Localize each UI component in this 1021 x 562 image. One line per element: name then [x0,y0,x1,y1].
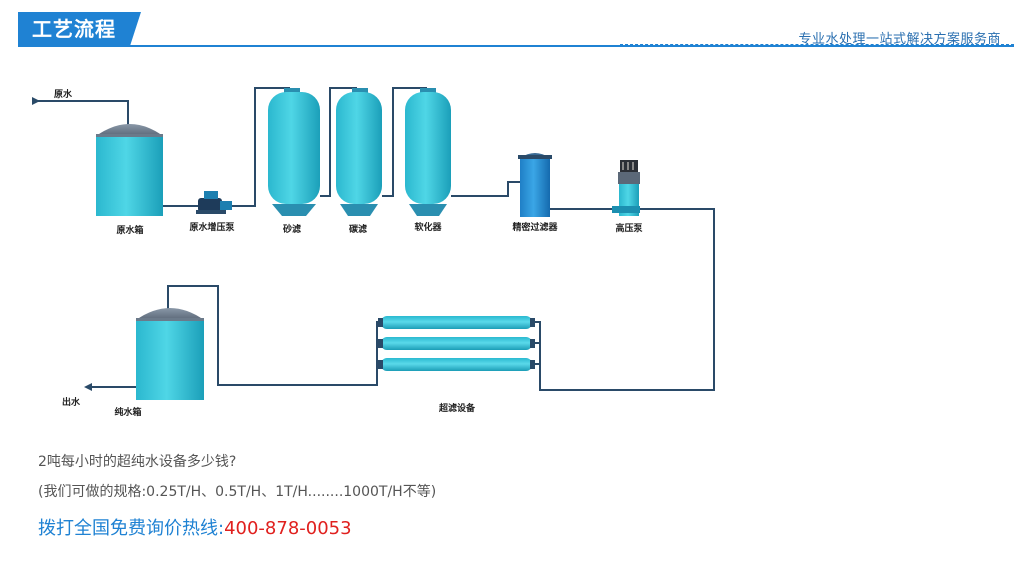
softener [405,88,451,216]
label-uf-equipment: 超滤设备 [438,402,476,414]
hotline-number[interactable]: 400-878-0053 [224,518,352,539]
high-pressure-pump [612,160,640,216]
inlet-arrow-icon [32,97,40,105]
label-precision-filter: 精密过滤器 [512,221,558,233]
pipelines [38,87,715,391]
raw-water-tank [96,124,163,216]
uf-modules [378,316,535,371]
hotline: 拨打全国免费询价热线:400-878-0053 [38,514,352,540]
company-slogan: 专业水处理一站式解决方案服务商 [798,32,1001,47]
label-high-pressure-pump: 高压泵 [615,222,643,234]
section-title: 工艺流程 [18,12,141,46]
label-booster-pump: 原水增压泵 [189,221,235,233]
carbon-filter [336,88,382,216]
label-softener: 软化器 [414,221,442,233]
price-question: 2吨每小时的超纯水设备多少钱? [38,454,237,470]
label-sand-filter: 砂滤 [283,223,301,235]
hotline-label: 拨打全国免费询价热线: [38,518,225,539]
label-carbon-filter: 碳滤 [349,223,367,235]
outlet-arrow-icon [84,383,92,391]
header-dashed-line [620,44,1014,45]
label-raw-tank: 原水箱 [116,224,143,236]
pure-water-tank [136,308,204,400]
label-pure-tank: 纯水箱 [114,406,141,418]
booster-pump [196,191,232,214]
process-flow-diagram: 原水 原水箱 原水增压泵 砂滤 碳滤 软化器 精密过滤器 高压泵 超滤设备 纯水… [32,87,715,418]
precision-filter [518,153,552,217]
label-water-out: 出水 [62,396,81,408]
header-divider [18,45,1014,47]
spec-range: (我们可做的规格:0.25T/H、0.5T/H、1T/H........1000… [38,484,437,500]
label-raw-water-in: 原水 [54,88,73,100]
sand-filter [268,88,320,216]
